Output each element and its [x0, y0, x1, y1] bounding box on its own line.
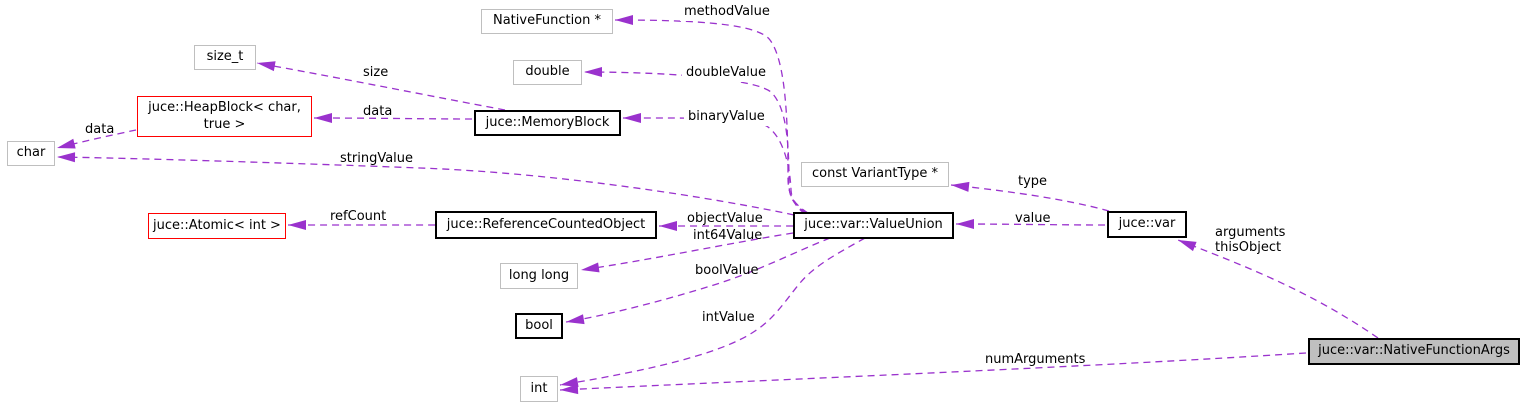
node-heap-block[interactable]: juce::HeapBlock< char,true > — [137, 96, 312, 137]
edge-label-method-value: methodValue — [680, 2, 774, 22]
edge-int64-value — [580, 232, 794, 273]
node-char: char — [7, 141, 55, 166]
node-label: double — [525, 64, 570, 80]
edge-int-value — [559, 237, 866, 388]
node-var[interactable]: juce::var — [1107, 211, 1187, 238]
edge-bool-value — [565, 237, 831, 325]
edge-label-ref-count: refCount — [330, 209, 387, 224]
edge-label-size: size — [363, 65, 389, 80]
node-reference-counted-object[interactable]: juce::ReferenceCountedObject — [435, 211, 657, 239]
edge-label-value: value — [1015, 211, 1051, 226]
edge-label-arguments-line2: thisObject — [1215, 240, 1282, 256]
edge-label-data-heap: data — [85, 122, 115, 137]
node-label: bool — [525, 317, 553, 333]
node-native-function: NativeFunction * — [481, 9, 613, 34]
edge-label-string-value: stringValue — [340, 151, 414, 166]
edge-data-memory — [313, 113, 473, 124]
edge-label-num-arguments: numArguments — [985, 352, 1086, 367]
edge-data-heap — [56, 129, 137, 149]
node-label: juce::MemoryBlock — [485, 114, 610, 130]
node-label: size_t — [206, 49, 244, 65]
node-variant-type: const VariantType * — [801, 162, 949, 187]
node-long-long: long long — [500, 263, 578, 289]
node-label: NativeFunction * — [492, 13, 602, 29]
node-value-union[interactable]: juce::var::ValueUnion — [793, 212, 954, 239]
node-label: juce::Atomic< int > — [153, 217, 281, 233]
node-double: double — [513, 60, 582, 85]
node-label: juce::ReferenceCountedObject — [446, 216, 646, 232]
node-label: juce::var::NativeFunctionArgs — [1318, 343, 1510, 359]
edge-num-arguments — [559, 352, 1307, 395]
edge-size — [256, 61, 506, 111]
edge-label-int-value: intValue — [702, 310, 755, 325]
node-label: juce::HeapBlock< char, — [148, 99, 301, 115]
node-label: const VariantType * — [812, 166, 938, 182]
edge-label-object-value: objectValue — [687, 211, 763, 226]
edge-string-value — [56, 152, 795, 216]
edge-binary-value — [622, 112, 806, 215]
node-label: juce::var — [1118, 216, 1176, 232]
node-label: char — [16, 145, 46, 161]
node-bool: bool — [515, 313, 563, 339]
node-label: juce::var::ValueUnion — [804, 217, 943, 233]
edge-label-bool-value: boolValue — [695, 263, 759, 278]
node-int: int — [520, 376, 558, 402]
node-atomic[interactable]: juce::Atomic< int > — [148, 213, 286, 239]
node-label: long long — [508, 267, 570, 283]
edge-label-arguments-line1: arguments — [1215, 225, 1286, 240]
node-label: int — [530, 380, 548, 396]
edge-arguments — [1177, 239, 1379, 339]
edge-label-type: type — [1018, 174, 1048, 189]
edge-label-arguments: arguments thisObject — [1215, 225, 1285, 256]
edge-double-value — [583, 67, 807, 214]
node-memory-block[interactable]: juce::MemoryBlock — [474, 110, 621, 136]
edge-label-double-value: doubleValue — [682, 63, 771, 83]
edge-label-int64-value: int64Value — [693, 228, 763, 243]
node-native-function-args: juce::var::NativeFunctionArgs — [1308, 338, 1520, 365]
node-label-line2: true > — [203, 116, 246, 132]
edge-label-data-memory: data — [363, 104, 393, 119]
edge-value — [955, 219, 1106, 230]
node-size-t: size_t — [194, 45, 256, 70]
edge-label-binary-value: binaryValue — [684, 107, 769, 127]
edge-type — [950, 181, 1110, 212]
